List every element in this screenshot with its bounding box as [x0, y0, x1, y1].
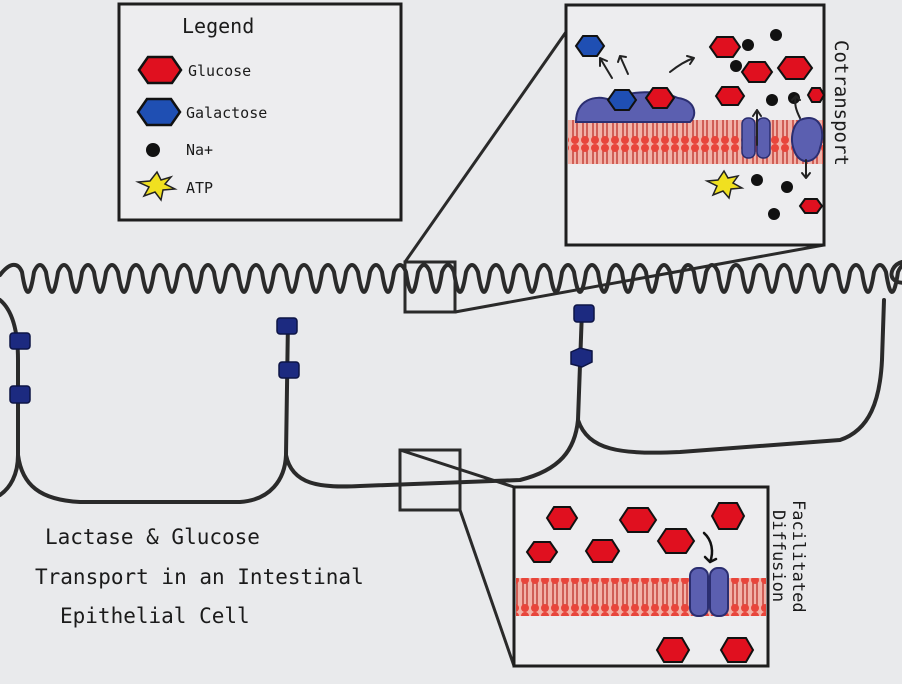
arrow: [599, 57, 613, 79]
legend-label-glucose: Glucose: [188, 62, 251, 80]
zoom-line-bottom-1: [399, 448, 515, 489]
microvilli-border: [0, 260, 902, 294]
zoom-source-top: [403, 260, 457, 314]
galactose-molecule: [574, 35, 606, 57]
legend-panel: Legend Glucose Galactose Na+ ATP: [117, 2, 403, 222]
cell-boundary-left: [0, 298, 20, 497]
junction-1: [9, 332, 31, 350]
arrow: [791, 95, 801, 119]
glucose-molecules-bottom: [525, 502, 755, 663]
legend-title: Legend: [182, 14, 254, 38]
sodium-legend-icon: [146, 143, 160, 157]
facilitated-label-line1: Facilitated: [788, 500, 808, 613]
cotransport-inset: [403, 3, 826, 314]
glucose-molecule: [776, 56, 814, 80]
cell-1-outline: [16, 318, 290, 504]
zoom-line-top-2: [454, 243, 825, 314]
glut-channel-left: [689, 567, 709, 617]
title-line-3: Epithelial Cell: [60, 604, 250, 628]
zoom-line-top-1: [403, 31, 568, 263]
glucose-molecule: [798, 198, 824, 214]
glucose-molecule: [740, 61, 774, 83]
glucose-molecule: [708, 36, 742, 58]
legend-label-galactose: Galactose: [186, 104, 267, 122]
arrow: [617, 55, 629, 75]
glucose-molecule: [644, 87, 676, 109]
glut-channel-right: [709, 567, 729, 617]
junction-2: [9, 385, 31, 404]
galactose-molecule: [606, 89, 638, 111]
glucose-molecule: [806, 87, 826, 103]
cotransport-label: Cotransport: [830, 40, 852, 166]
inset-membrane-top: [568, 120, 823, 164]
cell-2-outline: [284, 308, 584, 489]
na-pump: [791, 117, 824, 162]
junction-4: [278, 361, 300, 379]
junction-6: [570, 347, 593, 368]
atp-legend-icon: [135, 170, 178, 202]
legend-label-atp: ATP: [186, 179, 213, 197]
arrow: [801, 159, 811, 179]
title-line-2: Transport in an Intestinal: [35, 565, 364, 589]
arrow: [752, 109, 762, 146]
junction-5: [573, 304, 595, 323]
tight-junctions: [9, 304, 595, 404]
galactose-legend-icon: [136, 97, 182, 127]
legend-label-sodium: Na+: [186, 141, 213, 159]
atp-molecule: [704, 169, 745, 200]
junction-3: [276, 317, 298, 335]
cell-outlines: [0, 260, 902, 504]
zoom-line-bottom-2: [458, 509, 516, 667]
arrow: [669, 55, 695, 73]
cotransporter-left: [741, 117, 756, 159]
cell-3-outline: [576, 298, 886, 455]
glucose-molecule: [714, 86, 746, 106]
glucose-legend-icon: [137, 55, 183, 85]
diffusion-arrow: [702, 531, 718, 564]
facilitated-label-line2: Diffusion: [768, 510, 788, 602]
title-line-1: Lactase & Glucose: [45, 525, 260, 549]
facilitated-diffusion-inset: [398, 448, 770, 668]
zoom-source-bottom: [398, 448, 462, 512]
cotransporter-right: [756, 117, 771, 159]
